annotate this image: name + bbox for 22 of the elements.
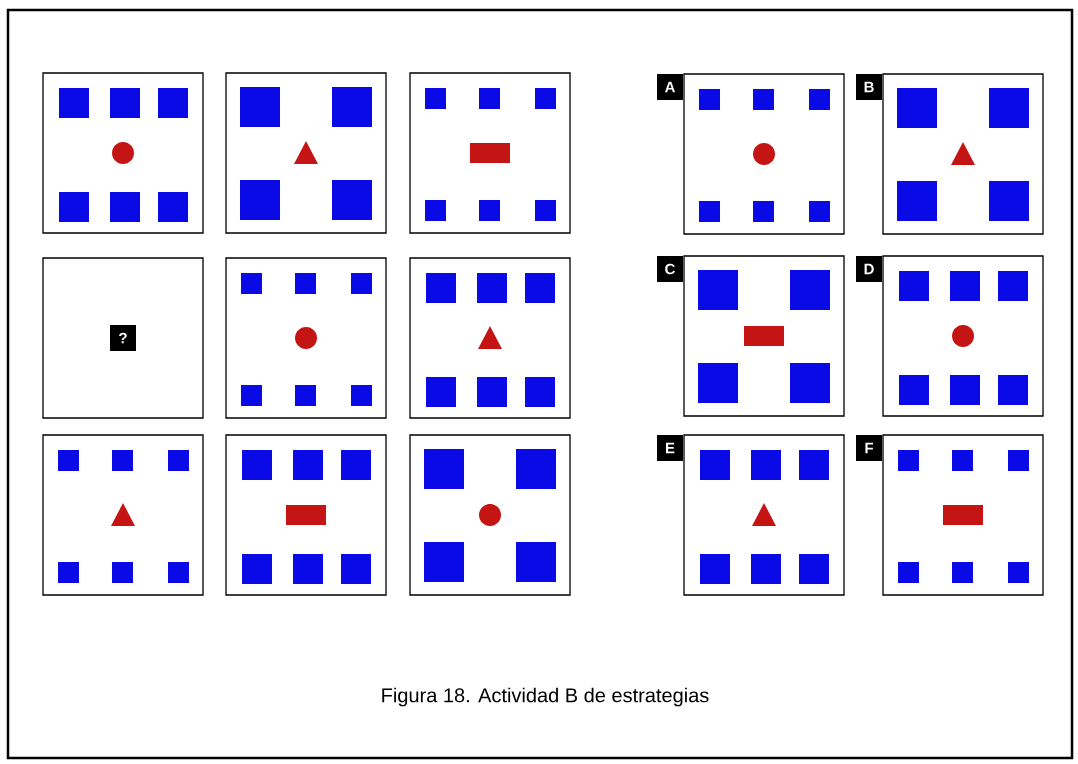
puzzle-cell <box>42 72 204 234</box>
node-label: B <box>864 81 874 93</box>
answer-option-box: F <box>856 434 1044 596</box>
node-label: A <box>664 81 676 93</box>
node-label: F <box>865 442 874 454</box>
answer-option-box: D <box>856 255 1044 417</box>
answer-option-box: B <box>856 73 1044 235</box>
node-label: E <box>666 442 675 454</box>
node-label: D <box>864 263 874 275</box>
puzzle-cell <box>225 434 387 596</box>
puzzle-cell: ? <box>42 257 204 419</box>
puzzle-cell <box>225 72 387 234</box>
answer-option-box: C <box>657 255 845 417</box>
node-label: C <box>665 263 676 275</box>
answer-option-box: A <box>657 73 845 235</box>
puzzle-cell <box>409 257 571 419</box>
answer-option-box: E <box>657 434 845 596</box>
caption: Figura 18. Actividad B de estrategias <box>382 687 709 707</box>
puzzle-cell <box>42 434 204 596</box>
puzzle-cell <box>409 434 571 596</box>
puzzle-cell <box>409 72 571 234</box>
puzzle-cell <box>225 257 387 419</box>
